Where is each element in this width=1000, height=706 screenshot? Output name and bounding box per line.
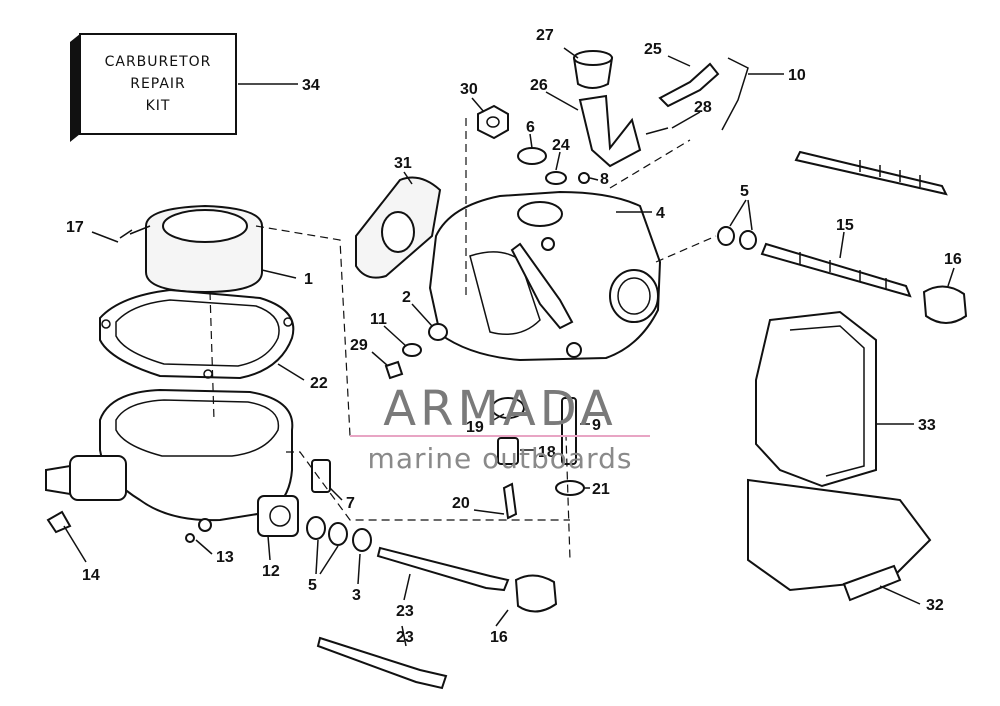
callout-7: 7 — [346, 495, 355, 512]
callout-labels: 34 27 25 10 30 26 28 6 24 8 31 4 5 15 16… — [66, 27, 962, 646]
repair-kit-box: CARBURETOR REPAIR KIT — [70, 33, 298, 142]
callout-20: 20 — [452, 495, 470, 512]
callout-10: 10 — [788, 67, 806, 84]
callout-18: 18 — [538, 444, 556, 461]
leader-lines — [63, 47, 955, 647]
callout-25: 25 — [644, 41, 662, 58]
callout-31: 31 — [394, 155, 412, 172]
lower-needles — [316, 546, 558, 690]
callout-12: 12 — [262, 563, 280, 580]
callout-17: 17 — [66, 219, 84, 236]
float-bowl-gasket — [99, 288, 295, 380]
callout-13: 13 — [216, 549, 234, 566]
watermark-tagline: marine outboards — [368, 442, 633, 475]
callout-21: 21 — [592, 481, 610, 498]
throttle-linkage — [572, 50, 749, 168]
callout-28: 28 — [694, 99, 712, 116]
callout-9: 9 — [592, 417, 601, 434]
callout-33: 33 — [918, 417, 936, 434]
small-parts-center — [46, 323, 585, 552]
washers-and-plugs-right — [717, 226, 968, 324]
callout-23-lower: 23 — [396, 629, 414, 646]
callout-3: 3 — [352, 587, 361, 604]
callout-1: 1 — [304, 271, 313, 288]
callout-32: 32 — [926, 597, 944, 614]
float-part — [119, 204, 263, 294]
callout-19: 19 — [466, 419, 484, 436]
callout-23-upper: 23 — [396, 603, 414, 620]
carburetor-body — [428, 190, 662, 362]
adjustment-needles — [760, 150, 948, 298]
callout-6: 6 — [526, 119, 535, 136]
watermark-brand: ARMADA — [383, 381, 616, 437]
callout-34: 34 — [302, 77, 320, 94]
flange-gasket — [355, 176, 442, 279]
callout-5-lower: 5 — [308, 577, 317, 594]
callout-11: 11 — [370, 311, 387, 328]
armada-watermark: ARMADA marine outboards — [350, 381, 650, 475]
callout-29: 29 — [350, 337, 368, 354]
kit-label-line3: KIT — [146, 98, 171, 114]
small-fittings — [477, 104, 590, 185]
callout-30: 30 — [460, 81, 478, 98]
callout-15: 15 — [836, 217, 854, 234]
callout-8: 8 — [600, 171, 609, 188]
callout-22: 22 — [310, 375, 328, 392]
callout-4: 4 — [656, 205, 665, 222]
kit-label-line2: REPAIR — [130, 76, 186, 92]
callout-2: 2 — [402, 289, 411, 306]
callout-26: 26 — [530, 77, 548, 94]
intake-manifold — [747, 310, 932, 602]
callout-14: 14 — [82, 567, 100, 584]
callout-16-right: 16 — [944, 251, 962, 268]
callout-27: 27 — [536, 27, 554, 44]
kit-label-line1: CARBURETOR — [105, 54, 212, 70]
callout-5-right: 5 — [740, 183, 749, 200]
callout-24: 24 — [552, 137, 570, 154]
callout-16-lower: 16 — [490, 629, 508, 646]
float-bowl — [45, 388, 299, 537]
alignment-lines — [209, 118, 717, 561]
